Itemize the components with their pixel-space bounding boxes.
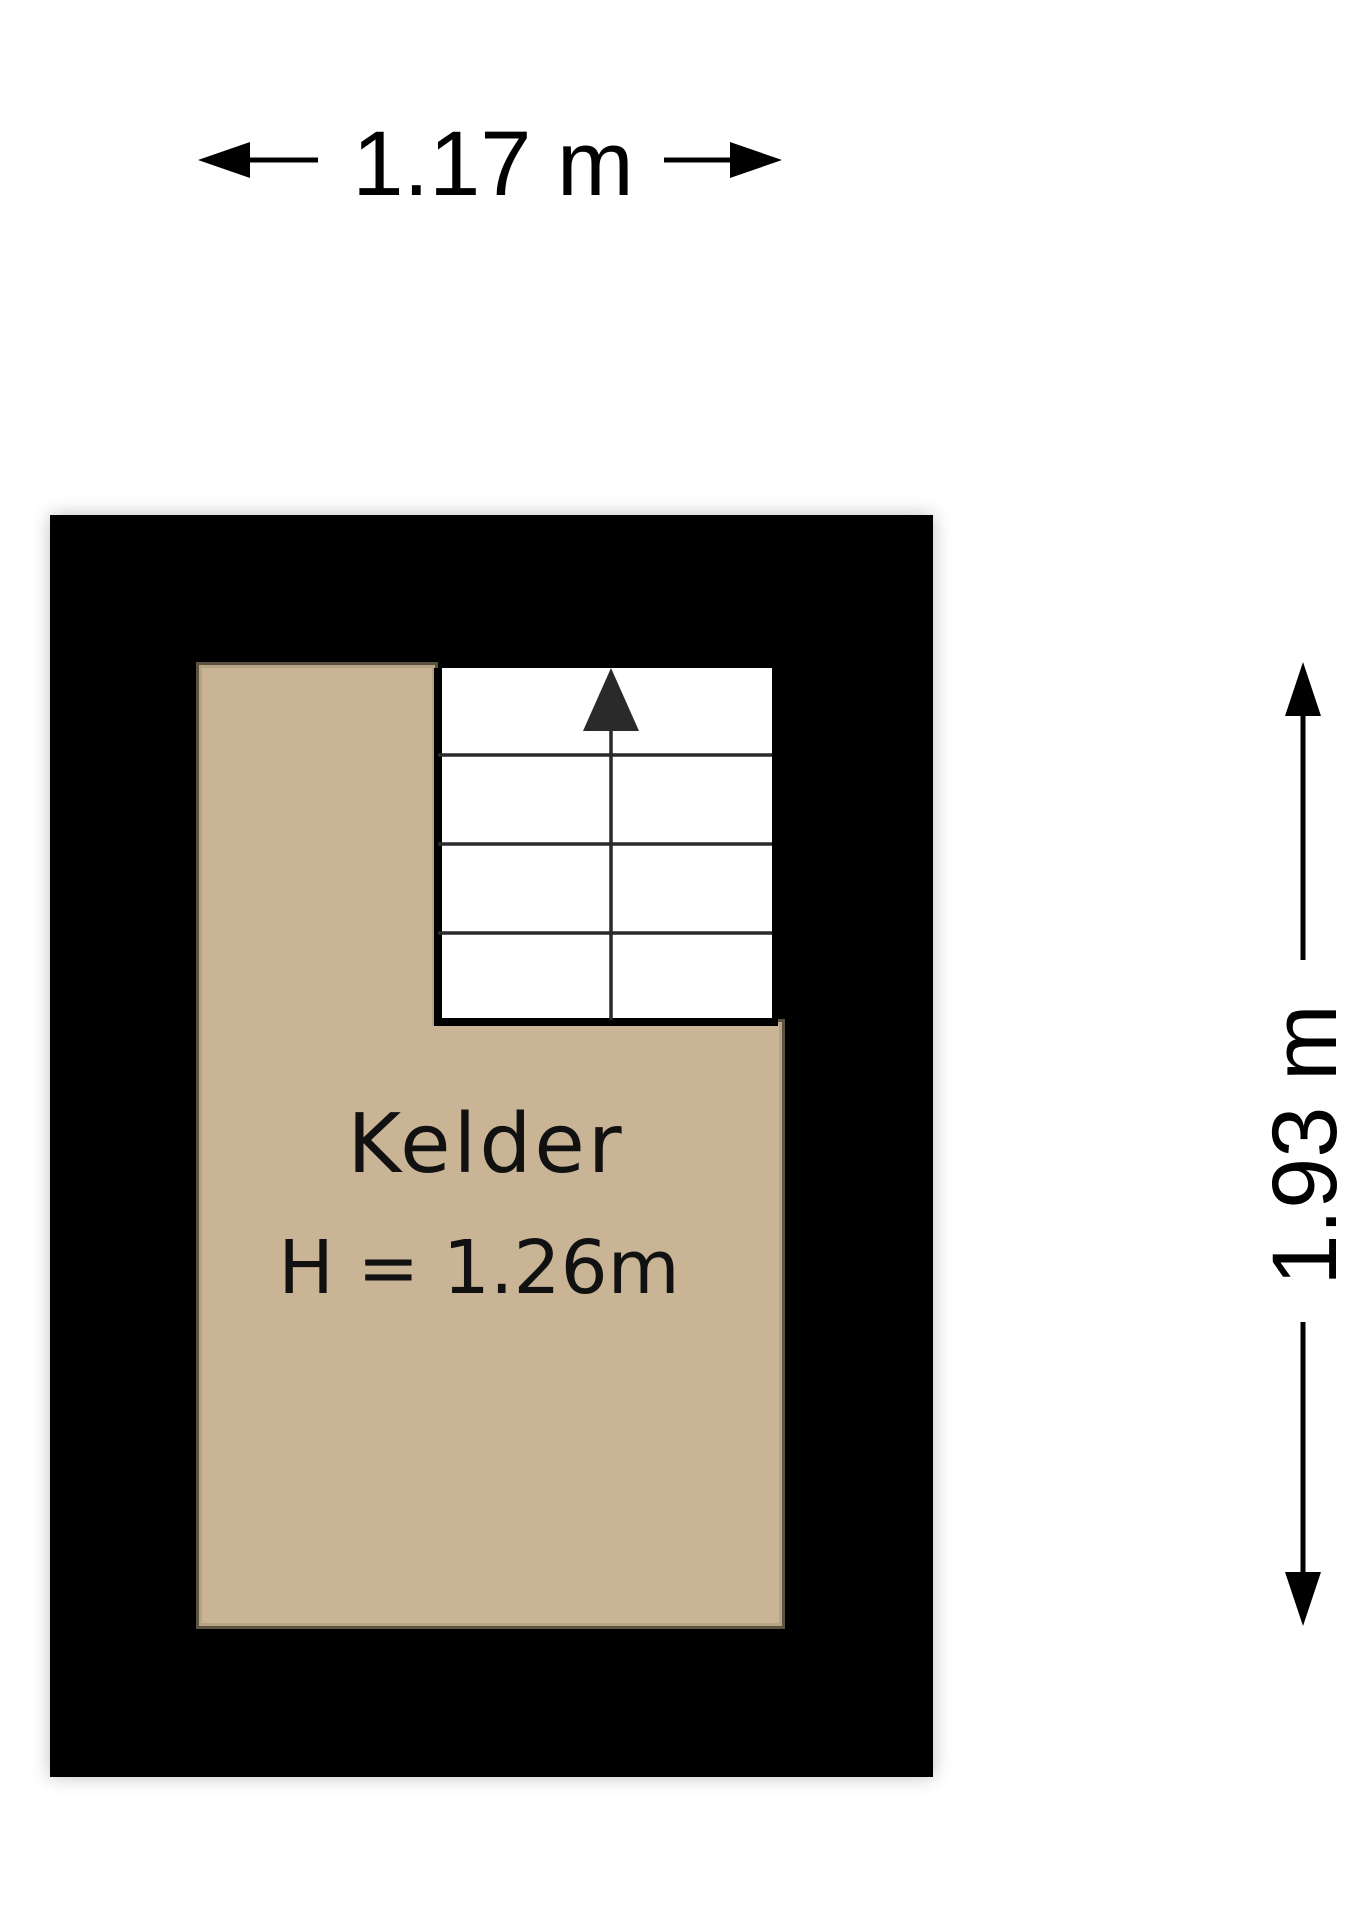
width-dimension: 1.17 m — [198, 113, 782, 215]
room: Kelder H = 1.26m — [50, 515, 933, 1777]
staircase — [434, 668, 778, 1026]
stair-direction-arrow-icon — [583, 668, 639, 731]
floor-edge-shade — [196, 662, 785, 1629]
width-dimension-label: 1.17 m — [352, 113, 633, 215]
height-dimension: 1.93 m — [1254, 662, 1356, 1626]
width-arrow-right-icon — [730, 142, 782, 178]
height-arrow-top-icon — [1285, 662, 1321, 716]
room-name: Kelder — [347, 1097, 624, 1192]
stair-edge — [434, 668, 778, 1026]
room-height: H = 1.26m — [278, 1225, 680, 1311]
width-arrow-left-icon — [198, 142, 250, 178]
floor-area — [199, 665, 782, 1626]
height-arrow-bottom-icon — [1285, 1572, 1321, 1626]
height-dimension-label: 1.93 m — [1254, 1004, 1356, 1285]
